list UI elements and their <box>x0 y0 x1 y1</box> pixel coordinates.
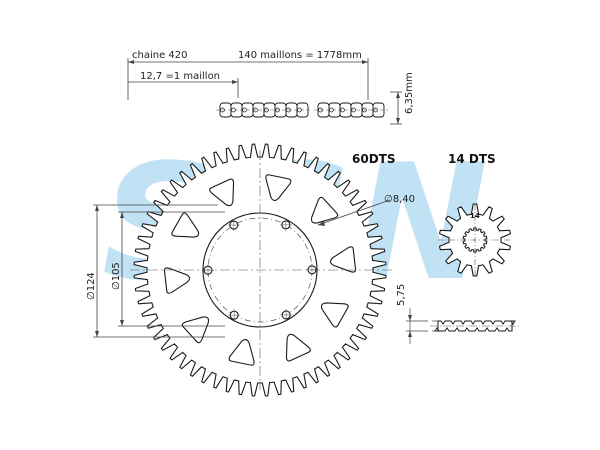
chain-dimensions <box>127 58 402 125</box>
lightening-hole <box>329 246 357 273</box>
chain-type-label: chaine 420 <box>132 50 188 61</box>
small-sprocket-teeth-label: 14 DTS <box>448 152 496 166</box>
bolt-holes <box>202 218 318 322</box>
small-sprocket-centerlines <box>438 204 512 278</box>
chain-height-label: 6,35mm <box>404 72 415 114</box>
chain-dim-arrows <box>128 60 400 124</box>
lightening-hole <box>320 302 349 328</box>
thickness-dim-arrows <box>408 315 412 337</box>
chain-segment-left <box>216 102 312 118</box>
lightening-hole <box>209 178 235 207</box>
large-sprocket-dims <box>93 199 391 338</box>
large-sprocket-dim-arrows <box>95 205 325 337</box>
chain-segment-right <box>314 102 388 118</box>
small-sprocket <box>438 203 512 278</box>
large-sprocket-teeth-label: 60DTS <box>352 152 396 166</box>
large-sprocket-centerlines <box>130 150 392 390</box>
lightening-hole <box>228 339 255 366</box>
lightening-hole <box>163 267 191 294</box>
small-sprocket-center-label: 14 <box>470 212 480 220</box>
lightening-hole <box>285 333 311 362</box>
thickness-label: 5,75 <box>396 284 407 306</box>
lightening-hole <box>310 196 339 224</box>
lightening-hole <box>181 316 210 344</box>
bolt-circle-label: ∅105 <box>111 262 122 290</box>
chain-pitch-label: 12,7 =1 maillon <box>140 71 220 82</box>
large-sprocket <box>130 143 392 397</box>
small-sprocket-side-view <box>430 320 520 332</box>
bolt-hole-label: ∅8,40 <box>384 194 415 205</box>
lightening-hole <box>171 212 200 238</box>
chain-length-label: 140 maillons = 1778mm <box>238 50 362 61</box>
thickness-dim <box>406 308 428 344</box>
outer-diameter-label: ∅124 <box>86 272 97 300</box>
lightening-hole <box>265 174 292 201</box>
lightening-holes <box>163 174 357 366</box>
